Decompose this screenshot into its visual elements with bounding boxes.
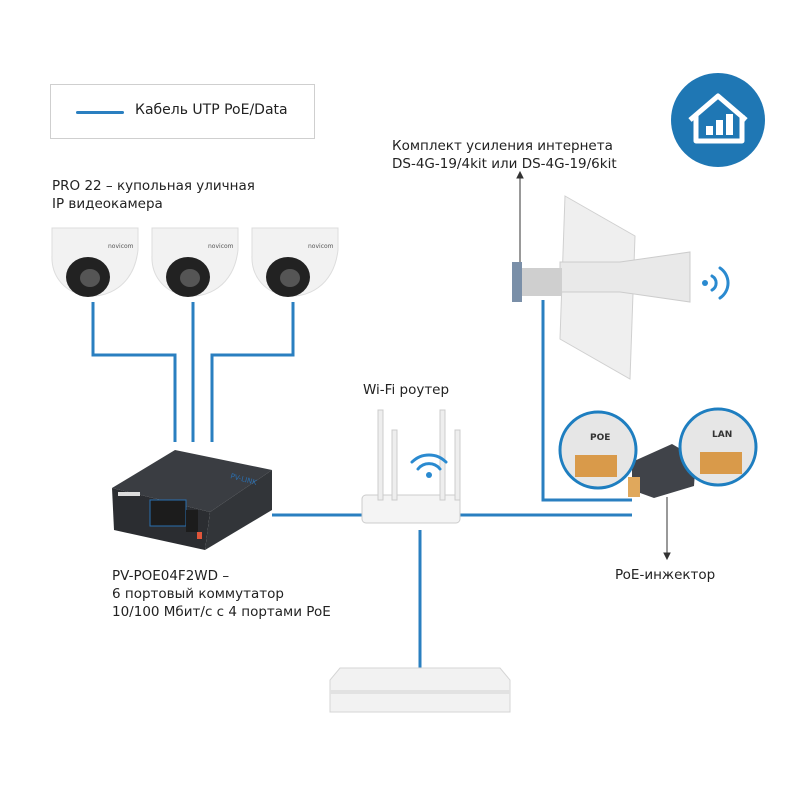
- router-label: Wi-Fi роутер: [363, 382, 450, 398]
- injector-label: PoE-инжектор: [615, 567, 716, 583]
- camera-3: novicom: [251, 227, 339, 297]
- signal-waves-icon: [710, 266, 730, 300]
- kit-label-line2: DS-4G-19/4kit или DS-4G-19/6kit: [392, 156, 617, 172]
- poe-injector: POE LAN: [558, 407, 758, 498]
- 4g-antenna-kit: [512, 195, 730, 380]
- wifi-icon: [410, 453, 448, 471]
- svg-text:novicom: novicom: [108, 243, 134, 250]
- legend: Кабель UTP PoE/Data: [50, 84, 315, 139]
- camera-label-line2: IP видеокамера: [52, 196, 163, 212]
- legend-cable-swatch: [76, 111, 124, 114]
- camera-2: novicom: [151, 227, 239, 297]
- switch-label-line2: 6 портовый коммутатор: [112, 586, 284, 602]
- poe-port-label: POE: [590, 433, 610, 443]
- wifi-router: [361, 409, 461, 524]
- home-signal-icon: [671, 73, 765, 167]
- camera-1: novicom: [51, 227, 139, 297]
- switch-label-line1: PV-POE04F2WD –: [112, 568, 230, 584]
- cables: [91, 300, 632, 670]
- camera-label: PRO 22 – купольная уличная IP видеокамер…: [52, 177, 255, 213]
- lan-port-label: LAN: [712, 430, 732, 440]
- cable-camera-1: [91, 302, 177, 442]
- camera-label-line1: PRO 22 – купольная уличная: [52, 178, 255, 194]
- poe-switch: PV-LINK: [112, 450, 272, 550]
- cable-camera-3: [210, 302, 295, 442]
- svg-text:novicom: novicom: [208, 243, 234, 250]
- legend-label: Кабель UTP PoE/Data: [135, 102, 288, 118]
- nvr-recorder: [329, 667, 511, 713]
- svg-text:novicom: novicom: [308, 243, 334, 250]
- kit-label-line1: Комплект усиления интернета: [392, 138, 613, 154]
- kit-label: Комплект усиления интернета DS-4G-19/4ki…: [392, 137, 617, 173]
- switch-label: PV-POE04F2WD – 6 портовый коммутатор 10/…: [112, 567, 331, 621]
- switch-label-line3: 10/100 Мбит/с с 4 портами PoE: [112, 604, 331, 620]
- cable-antenna-injector: [541, 300, 632, 502]
